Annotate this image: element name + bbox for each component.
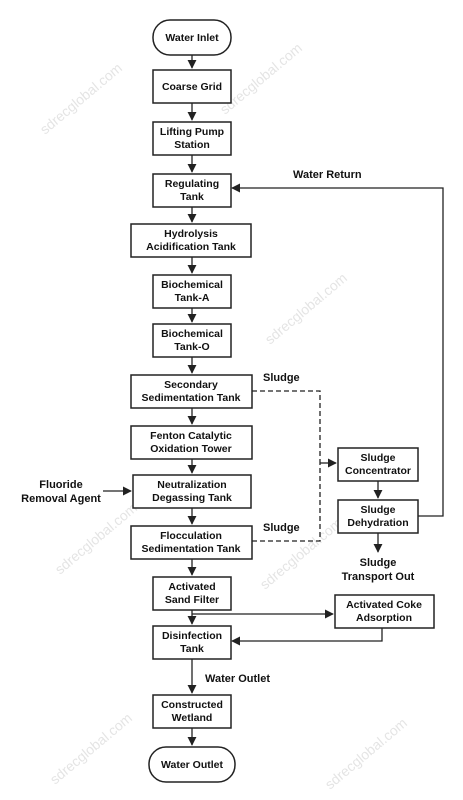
watermark-text: sdrecglobal.com	[52, 500, 140, 578]
side-flow-arrows	[103, 183, 444, 646]
node-label: Station	[174, 139, 210, 151]
node-label: Acidification Tank	[146, 241, 236, 253]
sludge-transport-label: Sludge	[360, 557, 397, 569]
node-neutralization-degassing-tank: Neutralization Degassing Tank	[132, 474, 252, 509]
node-biochemical-tank-o: Biochemical Tank-O	[152, 323, 232, 358]
node-label: Hydrolysis	[164, 228, 218, 240]
node-flocculation-sedimentation-tank: Flocculation Sedimentation Tank	[130, 525, 253, 560]
node-label: Fenton Catalytic	[150, 430, 232, 442]
process-nodes: Water Inlet Coarse Grid Lifting Pump Sta…	[130, 19, 435, 783]
node-activated-coke-adsorption: Activated Coke Adsorption	[334, 594, 435, 629]
node-label: Sand Filter	[165, 594, 219, 606]
node-label: Sedimentation Tank	[142, 392, 241, 404]
node-label: Biochemical	[161, 328, 223, 340]
node-regulating-tank: Regulating Tank	[152, 173, 232, 208]
node-lifting-pump-station: Lifting Pump Station	[152, 121, 232, 156]
watermark-text: sdrecglobal.com	[47, 710, 135, 788]
sludge-label: Sludge	[263, 522, 300, 534]
sludge-line-secondary	[252, 390, 321, 463]
node-label: Activated Coke	[346, 599, 422, 611]
node-label: Regulating	[165, 178, 219, 190]
sludge-line-flocculation	[252, 463, 321, 542]
node-label: Secondary	[164, 379, 218, 391]
water-return-label: Water Return	[293, 169, 362, 181]
node-label: Lifting Pump	[160, 126, 224, 138]
node-label: Tank-A	[175, 292, 210, 304]
node-label: Sludge	[360, 504, 395, 516]
node-label: Degassing Tank	[152, 492, 232, 504]
node-label: Neutralization	[157, 479, 226, 491]
node-label: Constructed	[161, 699, 223, 711]
node-hydrolysis-acidification-tank: Hydrolysis Acidification Tank	[130, 223, 252, 258]
node-label: Adsorption	[356, 612, 412, 624]
node-label: Sedimentation Tank	[142, 543, 241, 555]
node-label: Tank-O	[174, 341, 209, 353]
annotation-labels: Water Return Sludge Sludge Fluoride Remo…	[21, 169, 415, 685]
node-water-outlet: Water Outlet	[148, 746, 236, 783]
node-label: Coarse Grid	[162, 81, 222, 93]
node-disinfection-tank: Disinfection Tank	[152, 625, 232, 660]
sludge-label: Sludge	[263, 372, 300, 384]
node-label: Tank	[180, 191, 204, 203]
node-label: Disinfection	[162, 630, 222, 642]
fluoride-agent-label: Fluoride	[39, 479, 82, 491]
node-secondary-sedimentation-tank: Secondary Sedimentation Tank	[130, 374, 253, 409]
node-biochemical-tank-a: Biochemical Tank-A	[152, 274, 232, 309]
sludge-transport-label: Transport Out	[342, 571, 415, 583]
node-activated-sand-filter: Activated Sand Filter	[152, 576, 232, 611]
node-label: Water Inlet	[165, 32, 219, 44]
node-label: Sludge	[360, 452, 395, 464]
coke-to-disinfection-arrow	[231, 628, 383, 646]
node-fenton-oxidation-tower: Fenton Catalytic Oxidation Tower	[130, 425, 253, 460]
water-outlet-label: Water Outlet	[205, 673, 270, 685]
node-label: Wetland	[172, 712, 213, 724]
watermark-text: sdrecglobal.com	[322, 715, 410, 793]
node-label: Flocculation	[160, 530, 222, 542]
watermark-text: sdrecglobal.com	[262, 270, 350, 348]
node-water-inlet: Water Inlet	[152, 19, 232, 56]
node-sludge-dehydration: Sludge Dehydration	[337, 499, 419, 534]
node-label: Oxidation Tower	[150, 443, 231, 455]
node-sludge-concentrator: Sludge Concentrator	[337, 447, 419, 482]
water-return-arrow	[231, 183, 444, 517]
watermark-text: sdrecglobal.com	[37, 60, 125, 138]
fluoride-agent-label: Removal Agent	[21, 493, 101, 505]
node-label: Activated	[168, 581, 215, 593]
node-constructed-wetland: Constructed Wetland	[152, 694, 232, 729]
node-label: Water Outlet	[161, 759, 224, 771]
node-label: Tank	[180, 643, 204, 655]
node-label: Dehydration	[347, 517, 408, 529]
node-label: Biochemical	[161, 279, 223, 291]
node-label: Concentrator	[345, 465, 411, 477]
node-coarse-grid: Coarse Grid	[152, 69, 232, 104]
